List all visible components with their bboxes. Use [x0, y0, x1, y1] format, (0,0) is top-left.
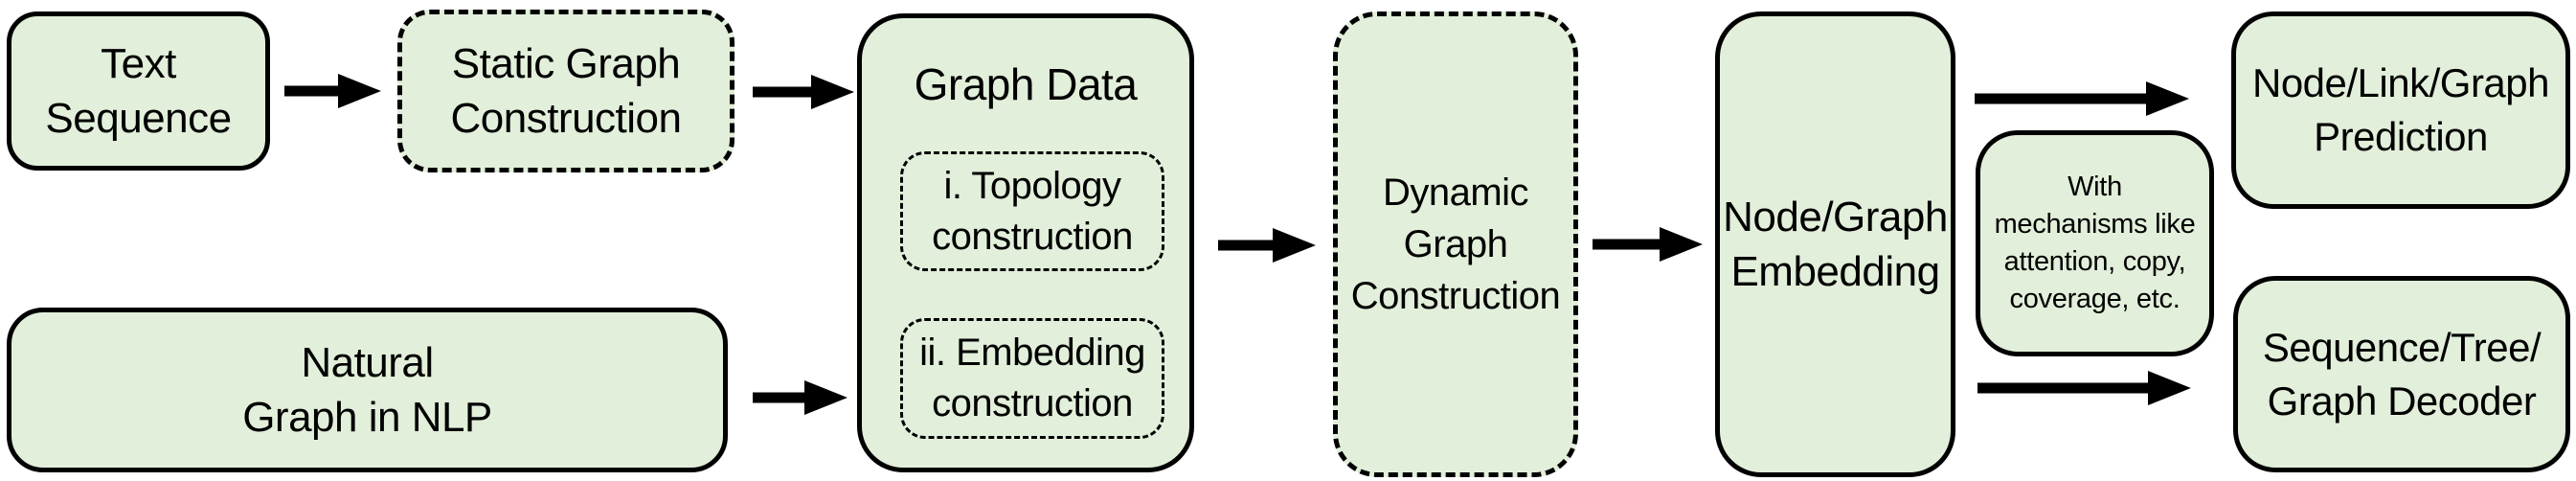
arrow-text-sequence-to-static-graph-construction: [284, 74, 381, 108]
node-embedding-construction: ii. Embedding construction: [900, 318, 1164, 439]
arrow-graph-data-to-dynamic-graph-construction: [1218, 228, 1316, 263]
node-with-mechanisms: With mechanisms like attention, copy, co…: [1976, 130, 2214, 356]
node-node-graph-embedding: Node/Graph Embedding: [1715, 11, 1955, 477]
node-graph-data: Graph Data i. Topology construction ii. …: [857, 13, 1194, 472]
arrow-natural-graph-to-graph-data: [753, 380, 847, 415]
node-with-mechanisms-label-line4: coverage, etc.: [2009, 284, 2181, 314]
node-natural-graph-label-line1: Natural: [301, 339, 434, 386]
node-dynamic-label-line3: Construction: [1350, 275, 1561, 317]
arrow-dynamic-graph-construction-to-node-graph-embedding: [1593, 227, 1703, 262]
node-dynamic-label-line2: Graph: [1403, 223, 1508, 265]
node-natural-graph-in-nlp: Natural Graph in NLP: [7, 308, 728, 472]
node-static-graph-construction-label-line2: Construction: [450, 95, 682, 142]
node-with-mechanisms-label-line3: attention, copy,: [2003, 246, 2186, 277]
node-prediction-label-line2: Prediction: [2314, 114, 2488, 159]
node-with-mechanisms-label-line1: With: [2068, 172, 2122, 202]
node-node-link-graph-prediction: Node/Link/Graph Prediction: [2231, 11, 2570, 209]
arrow-static-graph-construction-to-graph-data: [753, 75, 854, 109]
node-text-sequence: Text Sequence: [7, 11, 270, 171]
node-natural-graph-label-line2: Graph in NLP: [242, 394, 492, 441]
node-topology-label-line1: i. Topology: [943, 164, 1121, 207]
arrow-node-graph-embedding-to-decoder: [1977, 371, 2191, 405]
arrow-node-graph-embedding-to-prediction: [1975, 81, 2189, 116]
node-text-sequence-label-line2: Sequence: [45, 95, 232, 142]
node-static-graph-construction-label-line1: Static Graph: [451, 40, 681, 87]
node-decoder-label-line1: Sequence/Tree/: [2262, 324, 2542, 370]
node-sequence-tree-graph-decoder: Sequence/Tree/ Graph Decoder: [2233, 276, 2570, 472]
node-node-graph-embedding-label-line2: Embedding: [1730, 248, 1940, 295]
node-decoder-label-line2: Graph Decoder: [2267, 378, 2537, 424]
node-text-sequence-label-line1: Text: [101, 40, 176, 87]
node-with-mechanisms-label-line2: mechanisms like: [1994, 209, 2196, 240]
node-dynamic-label-line1: Dynamic: [1382, 172, 1529, 214]
node-node-graph-embedding-label-line1: Node/Graph: [1723, 194, 1948, 240]
node-topology-construction: i. Topology construction: [900, 151, 1164, 271]
node-static-graph-construction: Static Graph Construction: [397, 10, 734, 172]
node-topology-label-line2: construction: [932, 215, 1133, 258]
node-prediction-label-line1: Node/Link/Graph: [2251, 60, 2550, 105]
node-embedding-construction-label-line1: ii. Embedding: [919, 332, 1145, 374]
node-graph-data-title: Graph Data: [914, 59, 1138, 109]
node-embedding-construction-label-line2: construction: [932, 382, 1133, 424]
node-dynamic-graph-construction: Dynamic Graph Construction: [1333, 11, 1578, 477]
